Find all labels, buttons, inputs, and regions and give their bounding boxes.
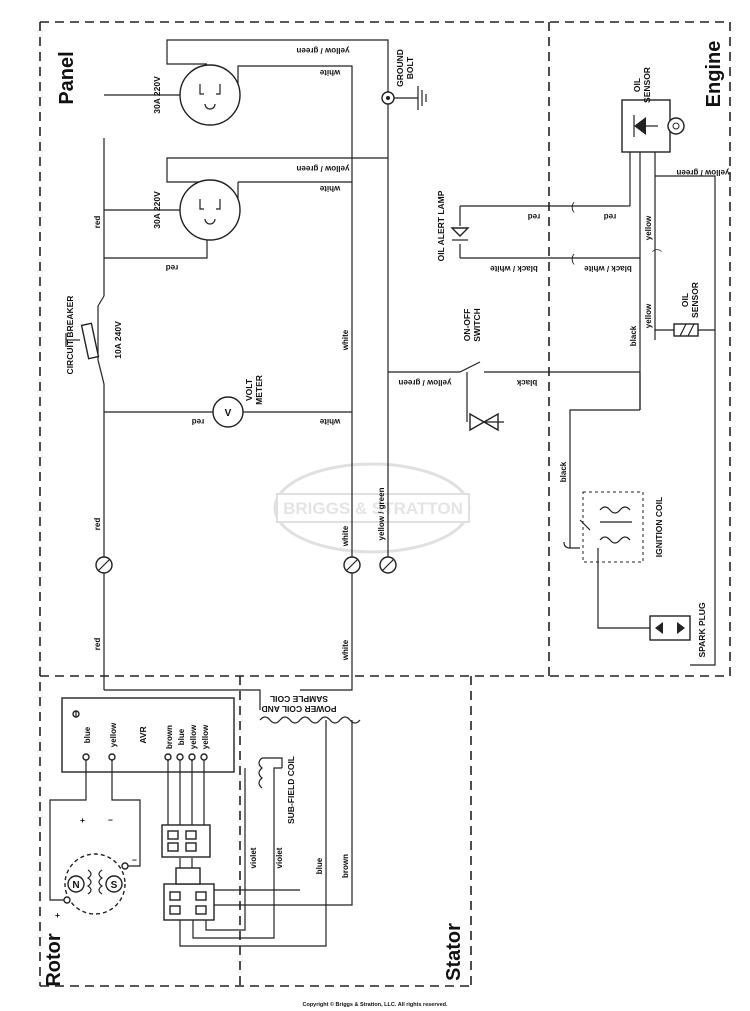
wire-label: yellow / green (377, 487, 386, 540)
circuit-breaker-label: CIRCUIT BREAKER (65, 296, 75, 375)
wire-label: yellow / green (398, 378, 451, 387)
wire-label: yellow / green (296, 164, 349, 173)
outlet-1-rating: 30A 220V (152, 76, 162, 114)
wire-label: white (341, 329, 350, 351)
terminals (95, 556, 397, 574)
oil-sensor-mid-label-2: SENSOR (690, 282, 700, 318)
minus-sign-2: − (132, 855, 137, 865)
on-off-switch-label: ON-OFF (462, 309, 472, 342)
wire-label: violet (275, 847, 284, 868)
plus-sign: + (80, 815, 85, 825)
ground-bolt-label: GROUND (395, 49, 405, 87)
rotor-coil: N S (63, 853, 129, 915)
watermark-logo: BRIGGS & STRATTON (273, 462, 471, 554)
wire-label: yellow / green (676, 168, 729, 177)
wire-label: black (629, 325, 638, 346)
section-title-rotor: Rotor (43, 933, 65, 987)
oil-sensor-label-2: SENSOR (642, 67, 652, 103)
panel-wiring (103, 39, 460, 710)
wire-label: white (341, 639, 350, 661)
outlet-2-rating: 30A 220V (152, 191, 162, 229)
wire-label: yellow (644, 303, 653, 328)
ignition-coil-label: IGNITION COIL (654, 497, 664, 557)
sub-field-coil-label: SUB-FIELD COIL (286, 756, 296, 824)
connector-lower (163, 867, 215, 921)
wire-label: red (192, 417, 205, 426)
ground-bolt: GROUND BOLT (381, 49, 427, 110)
wire-label: brown (341, 854, 350, 878)
wire-label: white (341, 525, 350, 547)
wire-label: white (319, 184, 341, 193)
wire-label: black (559, 461, 568, 482)
connector-mark-icon: ⌒ (652, 249, 662, 261)
wire-label: red (166, 263, 179, 272)
volt-meter-label-2: METER (254, 375, 264, 405)
wire-label: red (604, 212, 617, 221)
section-title-stator: Stator (443, 923, 465, 981)
wire-label: yellow (201, 724, 210, 749)
wire-label: black / white (584, 264, 632, 273)
power-coil-label-2: SAMPLE COIL (270, 694, 328, 704)
rotor-n: N (72, 880, 79, 891)
plus-sign-2: + (55, 910, 60, 920)
wire-label: blue (315, 857, 324, 874)
wire-label: black (516, 378, 537, 387)
rotor-wiring: + − − + (49, 720, 353, 947)
spark-plug-label: SPARK PLUG (697, 602, 707, 657)
copyright-text: Copyright © Briggs & Stratton, LLC. All … (302, 1002, 448, 1008)
wire-label: red (528, 212, 541, 221)
avr-module: AVR blue yellow brown blue yellow yellow (61, 697, 235, 773)
stator-coils: POWER COIL AND SAMPLE COIL SUB-FIELD COI… (249, 694, 361, 878)
connector-mark-icon: ( (571, 253, 575, 265)
connector-upper (161, 824, 211, 858)
section-title-engine: Engine (703, 41, 725, 108)
wire-label: white (319, 417, 341, 426)
oil-alert-lamp: OIL ALERT LAMP red red black / white bla… (436, 190, 640, 273)
rotor-s: S (111, 880, 118, 891)
wire-label: brown (165, 725, 174, 749)
on-off-switch: ON-OFF SWITCH (459, 308, 640, 432)
section-borders (39, 21, 731, 987)
outlet-2: 30A 220V (152, 179, 241, 241)
oil-alert-lamp-label: OIL ALERT LAMP (436, 190, 446, 261)
wire-label: red (93, 518, 102, 531)
connector-mark-icon: ( (571, 201, 575, 213)
wire-label: yellow (189, 724, 198, 749)
oil-sensor-top: OIL SENSOR (621, 67, 685, 153)
volt-meter: V VOLT METER (212, 375, 264, 428)
wire-label: blue (177, 728, 186, 745)
spark-plug: SPARK PLUG (649, 602, 707, 658)
wire-label: red (93, 216, 102, 229)
oil-sensor-mid: OIL SENSOR (673, 282, 715, 337)
avr-label: AVR (138, 726, 148, 743)
wire-label: violet (249, 847, 258, 868)
wire-label: black / white (490, 264, 538, 273)
watermark-text: BRIGGS & STRATTON (283, 499, 463, 518)
section-title-panel: Panel (56, 51, 78, 104)
ground-bolt-label-2: BOLT (405, 56, 415, 79)
wire-label: yellow (109, 722, 118, 747)
on-off-switch-label-2: SWITCH (472, 308, 482, 342)
wire-label: yellow (644, 215, 653, 240)
wire-label: white (319, 68, 341, 77)
oil-sensor-label: OIL (632, 78, 642, 92)
minus-sign: − (108, 815, 113, 825)
outlet-1: 30A 220V (152, 64, 241, 126)
panel-wire-labels: yellow / green white yellow / green whit… (93, 46, 537, 661)
breaker-rating: 10A 240V (113, 321, 123, 359)
ignition-coil: IGNITION COIL (563, 491, 664, 563)
power-coil-label: POWER COIL AND (261, 704, 336, 714)
wire-label: blue (83, 726, 92, 743)
circuit-breaker: CIRCUIT BREAKER 10A 240V (65, 296, 123, 385)
volt-meter-symbol: V (225, 408, 232, 419)
wire-label: red (93, 638, 102, 651)
engine-wiring: ⌒ yellow / green yellow yellow black bla… (559, 152, 729, 666)
wire-label: yellow / green (296, 46, 349, 55)
oil-sensor-mid-label: OIL (680, 293, 690, 307)
volt-meter-label: VOLT (244, 378, 254, 401)
